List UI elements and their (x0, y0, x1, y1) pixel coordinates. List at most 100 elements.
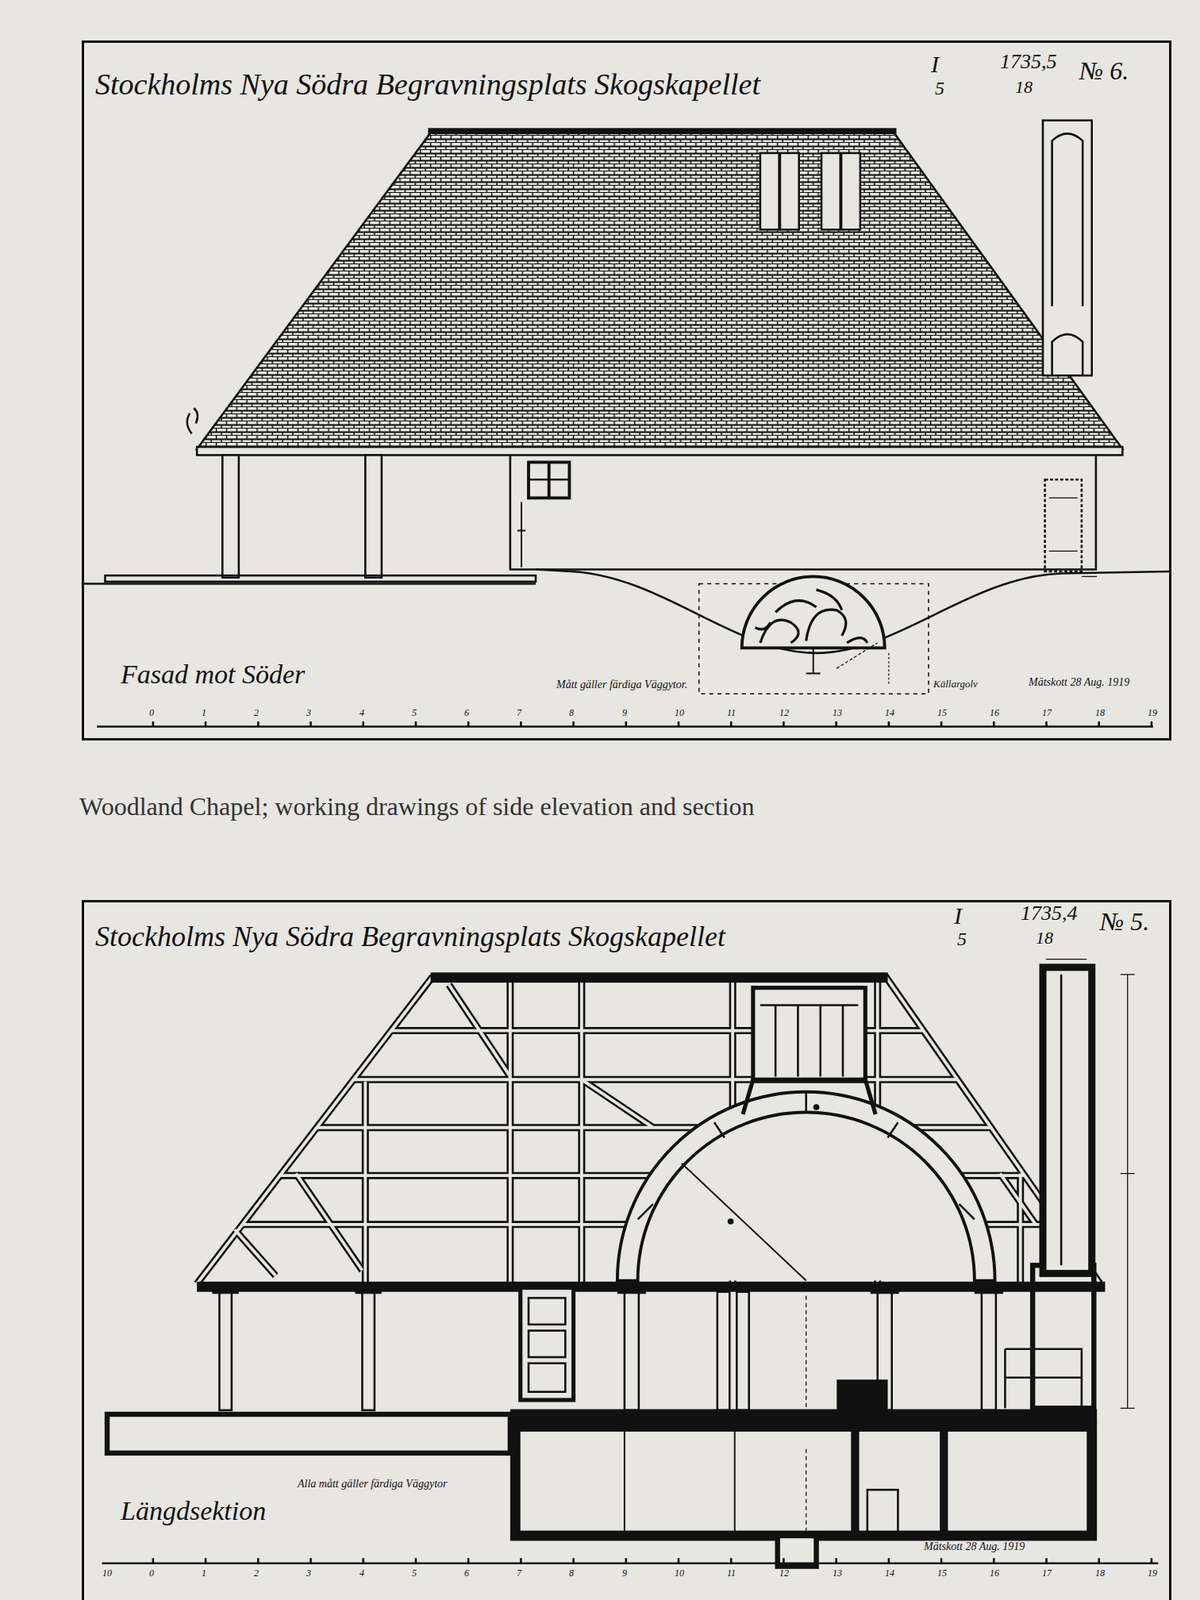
date-note: Mätskott 28 Aug. 1919 (923, 1540, 1025, 1553)
view-name: Fasad mot Söder (120, 659, 305, 689)
longitudinal-section (196, 976, 1100, 1284)
longitudinal-section (520, 1288, 574, 1400)
sheet-index: I (953, 902, 962, 929)
longitudinal-section (753, 988, 866, 1081)
longitudinal-section (742, 1079, 876, 1115)
side-elevation (528, 461, 570, 498)
longitudinal-section (939, 1423, 948, 1536)
scale-number: 5 (411, 707, 417, 719)
scale-number: 15 (937, 707, 947, 719)
longitudinal-section (1042, 967, 1093, 1274)
longitudinal-section (361, 1292, 374, 1411)
scale-number: 1 (201, 1568, 207, 1579)
scale-number: 19 (1147, 707, 1158, 719)
scale-number: 17 (1042, 707, 1052, 719)
side-elevation (187, 407, 198, 434)
longitudinal-section (638, 1092, 975, 1220)
longitudinal-section (981, 1292, 997, 1411)
scale-number: 8 (569, 1568, 574, 1579)
scale-number: 4 (359, 707, 365, 719)
scale-number: 0 (149, 1568, 154, 1579)
side-elevation (528, 478, 570, 481)
date-note: Mätskott 28 Aug. 1919 (1028, 676, 1130, 689)
longitudinal-section (681, 1163, 807, 1281)
longitudinal-section (617, 1092, 996, 1281)
side-elevation (1052, 133, 1084, 306)
scale-number: 5 (411, 1568, 417, 1579)
scale-number: 16 (989, 1568, 1000, 1579)
side-elevation (1052, 334, 1084, 376)
side-elevation (222, 454, 239, 577)
drawing-number: 18 (1035, 928, 1054, 948)
side-elevation (81, 120, 1172, 727)
scale-number: 9 (622, 1568, 627, 1579)
longitudinal-section (528, 1330, 566, 1358)
scale-number: 9 (622, 707, 627, 719)
side-elevation (742, 576, 885, 648)
scale-number: 13 (832, 1568, 843, 1579)
sheet-index: 5 (934, 77, 945, 99)
side-elevation (104, 575, 536, 582)
level-label: Källargolv (933, 678, 978, 690)
scale-number: 17 (1042, 1568, 1052, 1579)
sheet-title: Stockholms Nya Södra Begravningsplats Sk… (95, 919, 726, 954)
longitudinal-section (760, 1004, 858, 1077)
side-elevation (777, 153, 781, 230)
side-elevation (517, 502, 526, 568)
scale-number: 8 (569, 707, 574, 719)
side-elevation (1049, 497, 1078, 499)
scale-number: 0 (149, 707, 154, 719)
scale-number: 12 (779, 707, 789, 719)
scale-number: 6 (464, 1568, 470, 1579)
side-elevation (510, 454, 1097, 570)
scale-number: 11 (726, 1568, 736, 1579)
longitudinal-section (624, 1292, 639, 1411)
longitudinal-section (1060, 974, 1063, 1266)
side-elevation (428, 128, 897, 134)
side-elevation (1045, 479, 1082, 572)
scale-number: 11 (726, 707, 736, 719)
sheet-index: 5 (957, 928, 967, 950)
scale-number: 18 (1095, 707, 1105, 719)
longitudinal-section (528, 1297, 566, 1324)
scale-number: 6 (464, 707, 470, 719)
longitudinal-section (153, 1557, 1152, 1563)
side-elevation (1042, 120, 1093, 376)
scale-number: 2 (253, 707, 259, 719)
longitudinal-section (196, 976, 1100, 1284)
longitudinal-section (196, 1281, 1105, 1293)
side-elevation (806, 647, 821, 674)
scale-number: 2 (253, 1568, 259, 1579)
scale-number: 16 (989, 707, 1000, 719)
longitudinal-section (836, 1379, 888, 1412)
longitudinal-section (717, 1292, 730, 1411)
longitudinal-section (727, 1218, 735, 1225)
note: Mått gäller färdiga Väggytor. (556, 678, 688, 691)
longitudinal-section (624, 1426, 735, 1536)
sheet-index: I (930, 50, 939, 77)
longitudinal-section (617, 1092, 996, 1281)
view-name: Längdsektion (120, 1496, 266, 1526)
longitudinal-section (813, 1103, 820, 1111)
side-elevation (754, 589, 867, 643)
scale-number: 4 (359, 1568, 365, 1579)
scale-number: 13 (832, 707, 843, 719)
scale-number: 10 (674, 707, 685, 719)
scale-number: 14 (884, 707, 895, 719)
scale-number: 18 (1095, 1568, 1105, 1579)
scale-number: 10 (102, 1568, 112, 1579)
longitudinal-section (736, 1292, 749, 1411)
longitudinal-section (196, 976, 1100, 1284)
longitudinal-section (102, 959, 1159, 1567)
drawing-number: 18 (1015, 77, 1033, 97)
scale-number: 14 (884, 1568, 895, 1579)
longitudinal-section (515, 1426, 1092, 1536)
longitudinal-section (805, 1449, 807, 1531)
side-elevation (196, 446, 1123, 455)
drawing-frame: Stockholms Nya Södra Begravningsplats Sk… (81, 900, 1172, 1600)
drawing-number: 1735,5 (1000, 50, 1058, 74)
drawing-frame: Stockholms Nya Södra Begravningsplats Sk… (81, 40, 1172, 741)
scale-number: 7 (516, 707, 522, 719)
drawing-number: 1735,4 (1020, 902, 1078, 926)
sheet-title: Stockholms Nya Södra Begravningsplats Sk… (95, 66, 761, 102)
